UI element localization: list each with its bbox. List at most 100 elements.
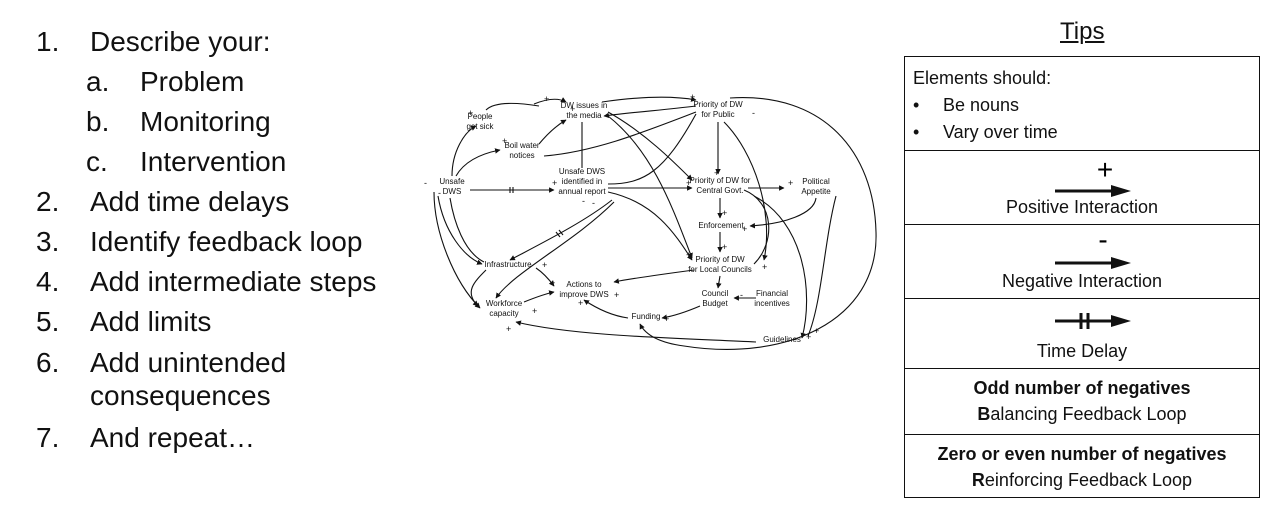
svg-text:+: + — [550, 278, 555, 288]
step-number: 3. — [36, 226, 60, 257]
svg-text:+: + — [716, 280, 721, 290]
link — [749, 197, 817, 229]
polarity-signs: + + + + - + - - + + + + + + + + + - - + … — [424, 92, 819, 342]
link — [509, 199, 613, 261]
node-financial: Financial incentives — [754, 289, 790, 308]
delay-mark — [558, 229, 564, 236]
link — [607, 111, 693, 181]
svg-text:Council: Council — [702, 289, 729, 298]
link — [607, 113, 697, 185]
negative-cell: - Negative Interaction — [905, 225, 1259, 299]
link — [515, 320, 757, 343]
svg-text:+: + — [542, 260, 547, 270]
balancing-text: alancing Feedback Loop — [990, 404, 1187, 424]
svg-text:+: + — [664, 314, 669, 324]
link — [607, 115, 693, 259]
svg-text:Infrastructure: Infrastructure — [484, 260, 532, 269]
node-enforcement: Enforcement — [698, 221, 744, 230]
svg-text:+: + — [614, 290, 619, 300]
reinforcing-label: Reinforcing Feedback Loop — [905, 467, 1259, 493]
bullet-text: Vary over time — [943, 122, 1058, 142]
link — [437, 195, 483, 265]
link — [495, 201, 615, 299]
svg-text:+: + — [686, 178, 691, 188]
svg-text:Priority of DW for: Priority of DW for — [690, 176, 751, 185]
svg-text:+: + — [544, 94, 549, 104]
step-4: 4. Add intermediate steps — [36, 262, 436, 302]
node-boil-water: Boil water notices — [504, 141, 539, 160]
node-unsafe-identified: Unsafe DWS identified in annual report — [558, 167, 606, 196]
svg-text:Priority of DW: Priority of DW — [695, 255, 745, 264]
link — [639, 97, 877, 350]
positive-label: Positive Interaction — [1005, 197, 1159, 217]
svg-text:incentives: incentives — [754, 299, 790, 308]
link — [449, 197, 485, 263]
even-heading: Zero or even number of negatives — [937, 444, 1227, 464]
svg-text:+: + — [814, 326, 819, 336]
svg-text:+: + — [532, 306, 537, 316]
link — [583, 299, 629, 319]
step-7: 7. And repeat… — [36, 418, 436, 458]
svg-text:Financial: Financial — [756, 289, 788, 298]
link — [601, 96, 697, 103]
reinforcing-cell: Zero or even number of negatives Reinfor… — [905, 435, 1259, 497]
svg-text:+: + — [552, 178, 557, 188]
link — [535, 267, 555, 287]
substep-b: b. Monitoring — [36, 102, 436, 142]
link — [743, 189, 770, 265]
svg-text:Unsafe: Unsafe — [439, 177, 465, 186]
steps-list: 1. Describe your: a. Problem b. Monitori… — [36, 22, 436, 458]
svg-text:Political: Political — [802, 177, 830, 186]
causal-loop-diagram: People get sick DW issues in the media P… — [424, 92, 877, 350]
svg-text:notices: notices — [509, 151, 534, 160]
svg-text:improve DWS: improve DWS — [559, 290, 608, 299]
step-text: Add time delays — [90, 186, 290, 217]
balancing-label: Balancing Feedback Loop — [905, 401, 1259, 427]
svg-text:+: + — [690, 92, 695, 102]
substep-c: c. Intervention — [36, 142, 436, 182]
svg-text:+: + — [722, 208, 727, 218]
link — [661, 305, 701, 320]
link — [603, 105, 697, 119]
node-dw-media: DW issues in the media — [561, 101, 608, 120]
step-3: 3. Identify feedback loop — [36, 222, 436, 262]
step-text: Identify feedback loop — [90, 226, 363, 257]
step-text: Add limits — [90, 306, 212, 337]
svg-text:+: + — [506, 324, 511, 334]
elements-cell: Elements should: • Be nouns • Vary over … — [905, 57, 1259, 151]
step-number: 7. — [36, 422, 60, 453]
node-funding: Funding — [632, 312, 661, 321]
link — [533, 97, 567, 105]
link — [523, 290, 555, 303]
bullet-icon: • — [913, 95, 920, 115]
positive-cell: + Positive Interaction — [905, 151, 1259, 225]
node-priority-public: Priority of DW for Public — [693, 100, 743, 119]
svg-text:+: + — [1097, 154, 1113, 185]
link — [607, 191, 693, 261]
svg-text:Appetite: Appetite — [801, 187, 831, 196]
link — [451, 125, 477, 177]
link — [538, 119, 567, 145]
substep-text: Problem — [140, 66, 245, 97]
svg-text:+: + — [502, 136, 507, 146]
link — [753, 195, 808, 339]
svg-text:Priority of DW: Priority of DW — [693, 100, 743, 109]
svg-text:+: + — [762, 262, 767, 272]
elements-heading: Elements should: — [913, 68, 1052, 88]
reinforcing-text: einforcing Feedback Loop — [984, 470, 1193, 490]
svg-text:-: - — [424, 178, 427, 188]
svg-text:DW issues in: DW issues in — [561, 101, 608, 110]
svg-text:Workforce: Workforce — [486, 299, 523, 308]
svg-text:+: + — [742, 224, 747, 234]
step-number: 1. — [36, 26, 60, 57]
substep-letter: a. — [86, 66, 110, 97]
node-actions: Actions to improve DWS — [559, 280, 608, 299]
svg-text:+: + — [714, 168, 719, 178]
node-infrastructure: Infrastructure — [484, 260, 532, 269]
node-people-sick: People get sick — [466, 112, 494, 131]
delay-label: Time Delay — [1036, 341, 1128, 361]
svg-text:-: - — [752, 108, 755, 118]
svg-text:+: + — [468, 108, 473, 118]
svg-text:DWS: DWS — [443, 187, 462, 196]
bullet-item: • Be nouns — [913, 92, 1259, 119]
